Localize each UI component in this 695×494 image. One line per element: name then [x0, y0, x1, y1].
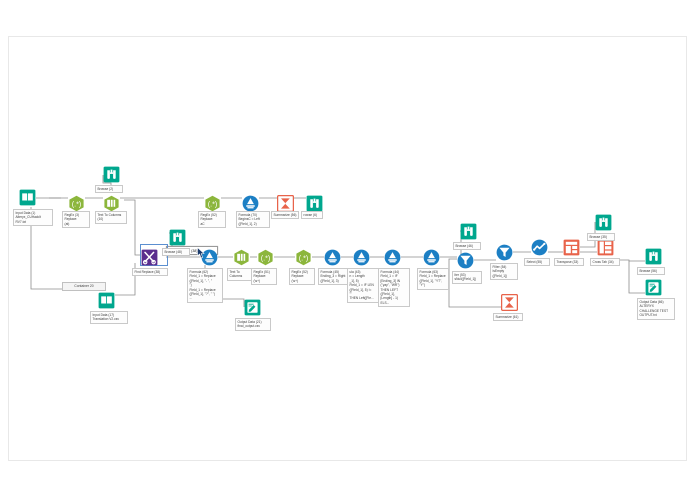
node-formula-62[interactable] — [201, 249, 218, 266]
container-20-label[interactable]: Container 20 — [62, 282, 106, 291]
node-filter-53[interactable] — [457, 252, 474, 269]
node-formula-43[interactable] — [353, 249, 370, 266]
node-output-data-21[interactable] — [244, 299, 261, 316]
book-icon — [19, 189, 36, 206]
node-formula-44[interactable] — [384, 249, 401, 266]
node-input-data-1[interactable] — [19, 189, 36, 206]
input-data-1-label: Input Data (1) Alteryx_CUHackIt RV7.txt — [13, 209, 53, 227]
browse-6-label: rowse (6) — [301, 211, 323, 220]
node-filter-54[interactable] — [496, 244, 513, 261]
node-regex-51[interactable]: (.*) — [257, 249, 274, 266]
regex-icon: (.*) — [68, 195, 85, 212]
sigma-icon — [500, 293, 519, 312]
node-formula-45[interactable] — [324, 249, 341, 266]
formula-45-label: Formula (45) Ending_3 = Right ([Field_1]… — [318, 268, 350, 286]
browse-48-label: Browse (48) — [162, 248, 190, 257]
node-cross-tab-34[interactable] — [597, 239, 614, 256]
scissors-icon — [141, 249, 158, 266]
node-browse-6[interactable] — [306, 195, 323, 212]
binoculars-icon — [103, 166, 120, 183]
node-output-data-66[interactable] — [645, 279, 662, 296]
regex-51-label: RegEx (51) Replace: (\s+) — [251, 268, 277, 286]
summarize-56-label: Summarize (56) — [271, 211, 299, 220]
browse-35-label: Browse (35) — [587, 233, 615, 242]
book-icon — [98, 292, 115, 309]
node-input-data-17[interactable] — [98, 292, 115, 309]
node-regex-52-top[interactable]: (.*) — [204, 195, 221, 212]
text-to-columns-icon — [103, 195, 120, 212]
filter-54-label: Filter (54) IsEmpty ([Field_1]) — [490, 263, 518, 281]
formula-icon — [423, 249, 440, 266]
select-55-label: Select (55) — [524, 258, 550, 267]
svg-text:(.*): (.*) — [261, 253, 271, 262]
browse-2-label: Browse (2) — [95, 185, 123, 194]
formula-44-label: Formula (44) Field_1 = IF [Ending_3] IN … — [378, 268, 410, 308]
filter-53-label: lter (53) sNull([Field_1]) — [452, 271, 482, 284]
formula-icon — [201, 249, 218, 266]
node-formula-63[interactable] — [423, 249, 440, 266]
formula-70-label: Formula (70) BeginsC = Left ([Field_1], … — [236, 211, 270, 229]
node-transpose-33[interactable] — [563, 239, 580, 256]
regex-52-mid-label: RegEx (52) Replace: (\s+) — [289, 268, 315, 286]
binoculars-icon — [169, 229, 186, 246]
regex-icon: (.*) — [257, 249, 274, 266]
node-browse-48[interactable] — [169, 229, 186, 246]
node-select-55[interactable] — [531, 239, 548, 256]
output-data-66-label: Output Data (66) ALTERYX CHALLENGE TEST … — [637, 298, 675, 320]
connection-wires — [30, 175, 645, 308]
regex-icon: (.*) — [204, 195, 221, 212]
binoculars-icon — [645, 248, 662, 265]
formula-icon — [353, 249, 370, 266]
svg-text:(.*): (.*) — [208, 199, 218, 208]
node-regex-3[interactable]: (.*) — [68, 195, 85, 212]
cross-tab-34-label: Cross Tab (34) — [590, 258, 620, 267]
crosstab-icon — [597, 239, 614, 256]
node-regex-52-mid[interactable]: (.*) — [295, 249, 312, 266]
svg-text:(.*): (.*) — [299, 253, 309, 262]
svg-text:(.*): (.*) — [72, 199, 82, 208]
text-to-columns-45-label: Text To Columns — [227, 268, 255, 281]
node-browse-56[interactable] — [645, 248, 662, 265]
node-formula-70[interactable] — [242, 195, 259, 212]
formula-63-label: Formula (63) Field_1 = Replace ([Field_1… — [417, 268, 449, 290]
regex-52-top-label: RegEx (52) Replace: aC — [198, 211, 226, 229]
binoculars-icon — [595, 214, 612, 231]
text-to-columns-10-label: Text To Columns (10) — [95, 211, 127, 224]
node-text-to-columns-10[interactable] — [103, 195, 120, 212]
node-summarize-56[interactable] — [276, 194, 295, 213]
output-icon — [645, 279, 662, 296]
output-data-21-label: Output Data (21) final_output.csv — [235, 318, 271, 331]
input-data-17-label: Input Data (17) Translation V2.csv — [90, 311, 128, 324]
browse-56-label: Browse (56) — [637, 267, 665, 276]
binoculars-icon — [460, 223, 477, 240]
node-browse-2[interactable] — [103, 166, 120, 183]
transpose-33-label: Transpose (33) — [554, 258, 584, 267]
select-icon — [531, 239, 548, 256]
workflow-canvas[interactable]: Container 20 Find Replace (38) (.*) (.*) (… — [8, 36, 687, 461]
filter-icon — [457, 252, 474, 269]
node-text-to-columns-45[interactable] — [233, 249, 250, 266]
browse-46-label: Browse (46) — [453, 242, 481, 251]
output-icon — [244, 299, 261, 316]
node-find-replace-38[interactable] — [141, 249, 158, 266]
formula-icon — [324, 249, 341, 266]
node-browse-46[interactable] — [460, 223, 477, 240]
summarize-61-label: Summarize (61) — [493, 313, 523, 322]
binoculars-icon — [306, 195, 323, 212]
node-summarize-61[interactable] — [500, 293, 519, 312]
text-to-columns-icon — [233, 249, 250, 266]
node-browse-35[interactable] — [595, 214, 612, 231]
formula-icon — [384, 249, 401, 266]
regex-3-label: RegEx (3) Replace: (at) — [62, 211, 90, 229]
filter-icon — [496, 244, 513, 261]
regex-icon: (.*) — [295, 249, 312, 266]
transpose-icon — [563, 239, 580, 256]
formula-62-label: Formula (62) Field_1 = Replace ([Field_1… — [187, 268, 223, 303]
formula-icon — [242, 195, 259, 212]
sigma-icon — [276, 194, 295, 213]
formula-43-label: ula (43) n = Length _1], 5) Field_1 = IF… — [347, 268, 379, 303]
find-replace-38-label: Find Replace (38) — [132, 268, 168, 277]
